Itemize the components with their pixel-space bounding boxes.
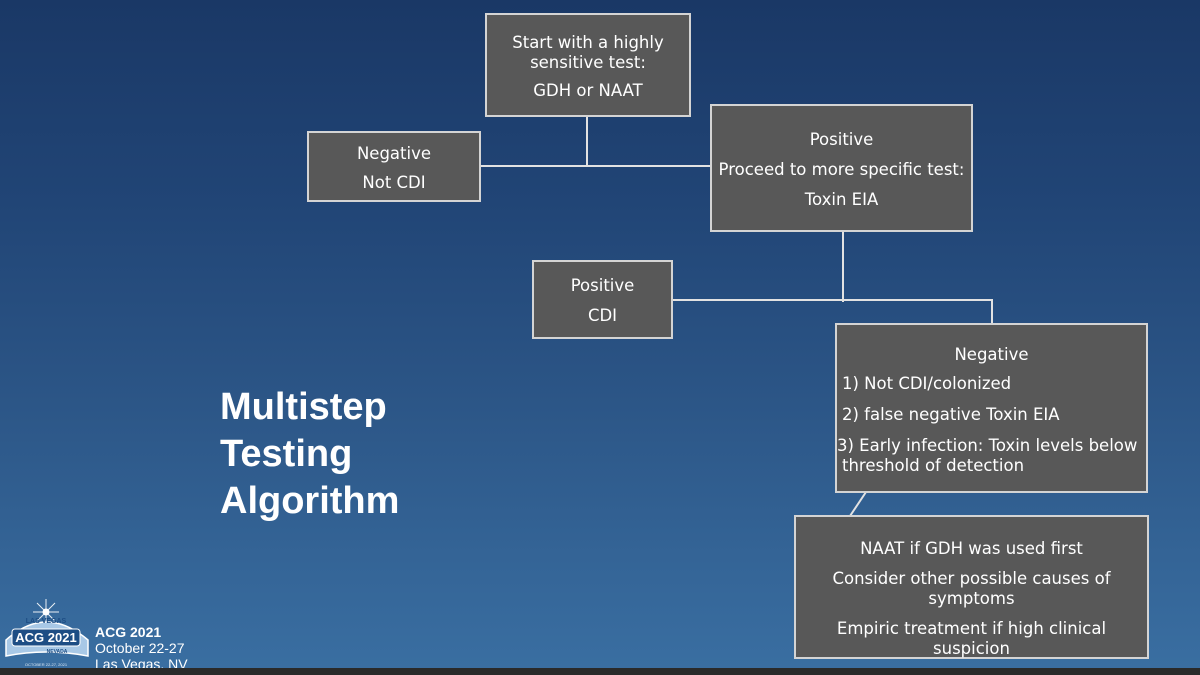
followup-line-2: Consider other possible causes of sympto… (832, 569, 1111, 608)
conference-name: ACG 2021 (95, 624, 162, 640)
negative-not-cdi-box: Negative Not CDI (307, 131, 481, 202)
conference-info: ACG 2021 October 22-27 Las Vegas, NV (95, 624, 188, 672)
positive-first-test: Toxin EIA (804, 190, 879, 209)
connector-negative-to-followup (849, 491, 867, 517)
connector-second-branch (672, 299, 992, 301)
followup-line-3: Empiric treatment if high clinical suspi… (836, 619, 1107, 658)
start-line-2: sensitive test: (530, 53, 646, 72)
slide-title: Multistep Testing Algorithm (220, 384, 399, 525)
slide-title-line-1: Multistep (220, 386, 387, 428)
negative-second-header: Negative (954, 345, 1029, 364)
positive-first-header: Positive (809, 130, 874, 149)
positive-second-result: CDI (587, 306, 618, 325)
connector-positive-stem (842, 231, 844, 302)
slide-title-line-2: Testing (220, 433, 353, 475)
positive-second-header: Positive (570, 276, 635, 295)
logo-main-text: ACG 2021 (15, 630, 76, 645)
positive-first-instruction: Proceed to more specific test: (718, 160, 965, 179)
slide-title-line-3: Algorithm (220, 480, 400, 522)
connector-start-stem (586, 116, 588, 166)
negative-outcome-item-1: 1) Not CDI/colonized (842, 374, 1012, 393)
connector-first-branch (481, 165, 711, 167)
logo-arc-text: LAS VEGAS (26, 618, 67, 625)
negative-outcome-item-2: 2) false negative Toxin EIA (842, 405, 1060, 424)
start-line-3: GDH or NAAT (533, 81, 643, 100)
start-box: Start with a highly sensitive test: GDH … (485, 13, 691, 117)
conference-logo-icon: ACG 2021 LAS VEGAS NEVADA OCTOBER 22-27,… (5, 599, 89, 667)
positive-cdi-box: Positive CDI (532, 260, 673, 339)
followup-line-1: NAAT if GDH was used first (860, 539, 1083, 558)
conference-dates: October 22-27 (95, 640, 185, 656)
logo-date-text: OCTOBER 22-27, 2021 (25, 662, 68, 667)
negative-first-result: Not CDI (362, 173, 426, 192)
negative-outcome-item-3: 3) Early infection: Toxin levels below t… (837, 436, 1138, 475)
logo-sub-text: NEVADA (47, 649, 68, 655)
connector-negative-drop (991, 299, 993, 324)
negative-first-header: Negative (356, 144, 432, 163)
start-line-1: Start with a highly (512, 33, 664, 52)
followup-box: NAAT if GDH was used first Consider othe… (794, 515, 1149, 659)
bottom-edge-bar (0, 668, 1200, 675)
positive-proceed-box: Positive Proceed to more specific test: … (710, 104, 973, 232)
negative-outcomes-box: Negative 1) Not CDI/colonized 2) false n… (835, 323, 1148, 493)
